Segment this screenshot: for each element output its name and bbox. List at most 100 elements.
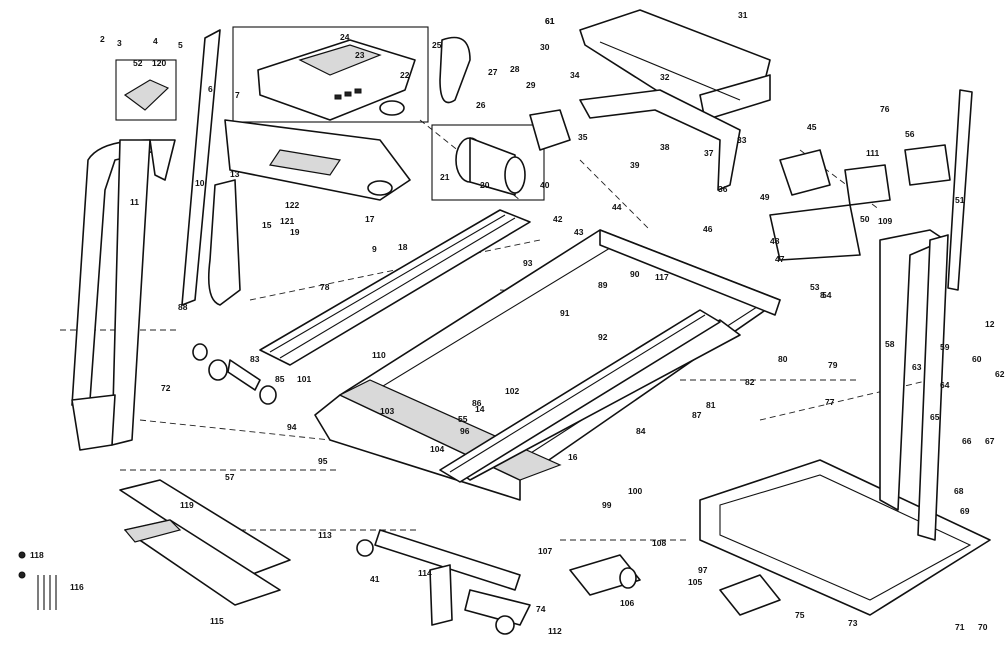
callout-90: 90 bbox=[630, 269, 640, 279]
callout-61: 61 bbox=[545, 16, 555, 26]
callout-67: 67 bbox=[985, 436, 995, 446]
callout-77: 77 bbox=[825, 397, 835, 407]
callout-16: 16 bbox=[568, 452, 578, 462]
callout-27: 27 bbox=[488, 67, 498, 77]
callout-48: 48 bbox=[770, 236, 780, 246]
callout-36: 36 bbox=[718, 184, 728, 194]
right-upright bbox=[879, 89, 973, 541]
callout-34: 34 bbox=[570, 70, 580, 80]
callout-52: 52 bbox=[133, 58, 143, 68]
callout-109: 109 bbox=[878, 216, 892, 226]
callout-18: 18 bbox=[398, 242, 408, 252]
callout-28: 28 bbox=[510, 64, 520, 74]
callout-100: 100 bbox=[628, 486, 642, 496]
callout-51: 51 bbox=[955, 195, 965, 205]
callout-111: 111 bbox=[866, 148, 880, 158]
callout-46: 46 bbox=[703, 224, 713, 234]
callout-4: 4 bbox=[153, 36, 158, 46]
callout-76: 76 bbox=[880, 104, 890, 114]
callout-44: 44 bbox=[612, 202, 622, 212]
callout-24: 24 bbox=[340, 32, 350, 42]
callout-64: 64 bbox=[940, 380, 950, 390]
callout-78: 78 bbox=[320, 282, 330, 292]
callout-117: 117 bbox=[655, 272, 669, 282]
callout-66: 66 bbox=[962, 436, 972, 446]
callout-9: 9 bbox=[372, 244, 377, 254]
callout-45: 45 bbox=[807, 122, 817, 132]
callout-107: 107 bbox=[538, 546, 552, 556]
lift-linkage bbox=[356, 529, 531, 635]
front-crossbar bbox=[119, 479, 291, 606]
walking-deck bbox=[314, 229, 781, 501]
callout-61: 61 bbox=[545, 16, 555, 26]
callout-29: 29 bbox=[526, 80, 536, 90]
callout-57: 57 bbox=[225, 472, 235, 482]
callout-87: 87 bbox=[692, 410, 702, 420]
callout-118: 118 bbox=[30, 550, 44, 560]
callout-63: 63 bbox=[912, 362, 922, 372]
callout-23: 23 bbox=[355, 50, 365, 60]
callout-91: 91 bbox=[560, 308, 570, 318]
callout-92: 92 bbox=[598, 332, 608, 342]
callout-96: 96 bbox=[460, 426, 470, 436]
callout-11: 11 bbox=[130, 197, 139, 207]
callout-95: 95 bbox=[318, 456, 328, 466]
callout-79: 79 bbox=[828, 360, 838, 370]
callout-102: 102 bbox=[505, 386, 519, 396]
callout-81: 81 bbox=[706, 400, 716, 410]
lift-motor bbox=[569, 554, 641, 596]
callout-21: 21 bbox=[440, 172, 450, 182]
motor-controller bbox=[769, 144, 951, 261]
drive-pulley bbox=[431, 36, 571, 201]
callout-33: 33 bbox=[737, 135, 747, 145]
callout-112: 112 bbox=[548, 626, 562, 636]
callout-53: 53 bbox=[810, 282, 820, 292]
callout-80: 80 bbox=[778, 354, 788, 364]
callout-58: 58 bbox=[885, 339, 895, 349]
callout-5: 5 bbox=[178, 40, 183, 50]
callout-93: 93 bbox=[523, 258, 533, 268]
callout-41: 41 bbox=[370, 574, 380, 584]
callout-20: 20 bbox=[480, 180, 490, 190]
callout-49: 49 bbox=[760, 192, 770, 202]
callout-120: 120 bbox=[152, 58, 166, 68]
callout-60: 60 bbox=[972, 354, 982, 364]
callout-122: 122 bbox=[285, 200, 299, 210]
callout-85: 85 bbox=[275, 374, 285, 384]
base-frame bbox=[699, 459, 991, 616]
callout-38: 38 bbox=[660, 142, 670, 152]
callout-22: 22 bbox=[400, 70, 410, 80]
callout-103: 103 bbox=[380, 406, 394, 416]
callout-8: 8 bbox=[820, 290, 825, 300]
callout-74: 74 bbox=[536, 604, 546, 614]
callout-35: 35 bbox=[578, 132, 588, 142]
callout-55: 55 bbox=[458, 414, 468, 424]
callout-7: 7 bbox=[235, 90, 240, 100]
callout-97: 97 bbox=[698, 565, 708, 575]
callout-101: 101 bbox=[297, 374, 311, 384]
callout-86: 86 bbox=[472, 398, 482, 408]
callout-54: 54 bbox=[822, 290, 832, 300]
callout-6: 6 bbox=[208, 84, 213, 94]
callout-26: 26 bbox=[476, 100, 486, 110]
callout-89: 89 bbox=[598, 280, 608, 290]
callout-108: 108 bbox=[652, 538, 666, 548]
callout-3: 3 bbox=[117, 38, 122, 48]
callout-75: 75 bbox=[795, 610, 805, 620]
callout-31: 31 bbox=[738, 10, 748, 20]
callout-94: 94 bbox=[287, 422, 297, 432]
hardware-legend bbox=[18, 551, 57, 610]
callout-116: 116 bbox=[70, 582, 84, 592]
callout-104: 104 bbox=[430, 444, 444, 454]
console-assembly bbox=[224, 26, 429, 201]
belt-strap bbox=[207, 179, 241, 306]
callout-13: 13 bbox=[230, 169, 240, 179]
callout-47: 47 bbox=[775, 254, 785, 264]
left-upright bbox=[71, 59, 177, 451]
callout-30: 30 bbox=[540, 42, 550, 52]
callout-70: 70 bbox=[978, 622, 988, 632]
callout-17: 17 bbox=[365, 214, 375, 224]
motor-hood bbox=[579, 9, 771, 191]
